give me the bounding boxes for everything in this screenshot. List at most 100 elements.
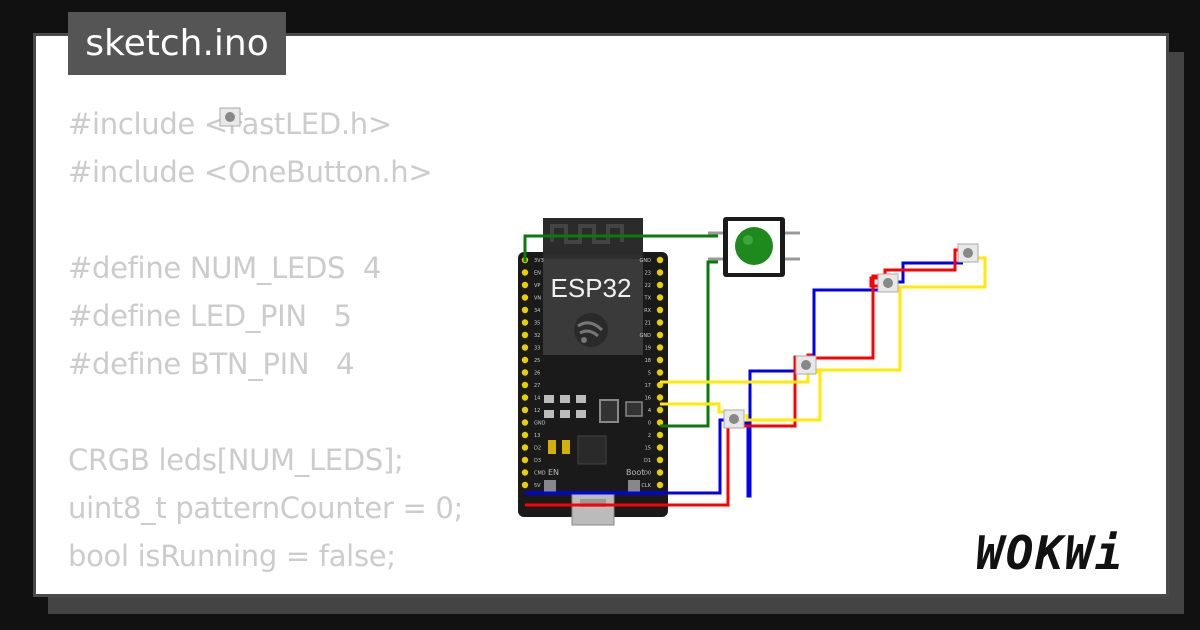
esp32-board[interactable]: ESP32 EN Boot 3V3ENVPVN34353233252627141… [518,218,668,526]
usb-port [571,492,615,526]
pin[interactable] [656,369,664,376]
pin[interactable] [656,344,664,351]
pin-label: 21 [645,321,651,327]
pin[interactable] [656,356,664,364]
pin-label: 2 [648,433,651,439]
pin[interactable] [521,431,529,439]
pin-label: 16 [645,396,651,402]
pin-label: GND [534,421,546,427]
pin[interactable] [521,394,529,401]
pin[interactable] [521,456,529,464]
pin-label: 13 [534,433,540,439]
pin[interactable] [656,269,664,276]
pin-label: 33 [534,346,540,352]
code-line: #include <OneButton.h> [68,155,433,189]
pin[interactable] [521,344,529,351]
pin-label: TX [644,296,652,302]
pin[interactable] [656,456,664,464]
pin[interactable] [656,294,664,301]
rgb-led-icon[interactable] [219,107,241,127]
code-editor[interactable]: #include <FastLED.h>#include <OneButton.… [68,100,463,580]
code-line: bool isRunning = false; [68,539,396,573]
pin-label: 3V3 [534,258,544,264]
rgb-led-icon[interactable] [957,243,979,263]
pin-label: 25 [534,358,540,364]
pin-label: 12 [534,408,540,414]
pin[interactable] [521,331,529,339]
pin-label: 35 [534,321,540,327]
code-line: uint8_t patternCounter = 0; [68,491,464,525]
pin[interactable] [656,431,664,439]
pin-label: EN [534,271,541,277]
pin-label: D2 [534,446,541,452]
espressif-logo-icon [574,313,608,347]
pin-label: D1 [644,458,651,464]
led-strip[interactable] [219,107,979,429]
pushbutton-icon[interactable] [735,227,773,265]
pin[interactable] [521,469,529,476]
pin-label: 15 [645,446,651,452]
pin-label: 17 [645,383,651,389]
pin[interactable] [656,406,664,414]
pin[interactable] [656,481,664,489]
pin[interactable] [656,256,664,264]
en-label: EN [548,468,559,477]
pin[interactable] [656,469,664,476]
pin-label: 27 [534,383,540,389]
pin-label: 4 [648,408,651,414]
pin[interactable] [656,444,664,451]
en-button[interactable] [544,480,556,494]
pin[interactable] [656,419,664,426]
pin-label: VP [534,283,540,289]
pin[interactable] [521,294,529,301]
pin-label: 34 [534,308,540,314]
pin[interactable] [656,331,664,339]
pin-label: D0 [644,471,651,477]
pin-label: CMD [534,471,546,477]
pin-label: GND [640,333,652,339]
pin[interactable] [521,306,529,314]
pushbutton[interactable] [708,217,800,277]
pin[interactable] [656,281,664,289]
pin[interactable] [521,444,529,451]
rgb-led-icon[interactable] [877,273,899,293]
code-line: #define BTN_PIN 4 [68,347,355,381]
pin-label: 19 [645,346,651,352]
pin-label: 5 [648,371,651,377]
pin-label: D3 [534,458,541,464]
pin-label: 0 [648,421,651,427]
boot-button[interactable] [628,480,640,494]
pin-label: 23 [645,271,651,277]
pin-label: 5V [534,483,541,489]
code-line: CRGB leds[NUM_LEDS]; [68,443,404,477]
pin[interactable] [521,281,529,289]
pin[interactable] [656,319,664,326]
pin[interactable] [656,306,664,314]
pin-label: GND [640,258,652,264]
pin-label: 14 [534,396,540,402]
pin-label: CLK [641,483,651,489]
pin-label: 32 [534,333,540,339]
code-line: #define NUM_LEDS 4 [68,251,382,285]
pin[interactable] [521,419,529,426]
pin-label: RX [644,308,651,314]
pin[interactable] [521,406,529,414]
pin[interactable] [521,319,529,326]
boot-label: Boot [626,468,644,477]
pin[interactable] [521,269,529,276]
pin-label: 22 [645,283,651,289]
pin-label: 18 [645,358,651,364]
file-tab[interactable]: sketch.ino [68,12,286,75]
rgb-led-icon[interactable] [795,355,817,375]
pin[interactable] [521,356,529,364]
pin-label: VN [534,296,541,302]
pin[interactable] [521,481,529,489]
pin[interactable] [521,381,529,389]
pin[interactable] [656,394,664,401]
rgb-led-icon[interactable] [723,409,745,429]
pin-label: 26 [534,371,540,377]
pin[interactable] [521,369,529,376]
